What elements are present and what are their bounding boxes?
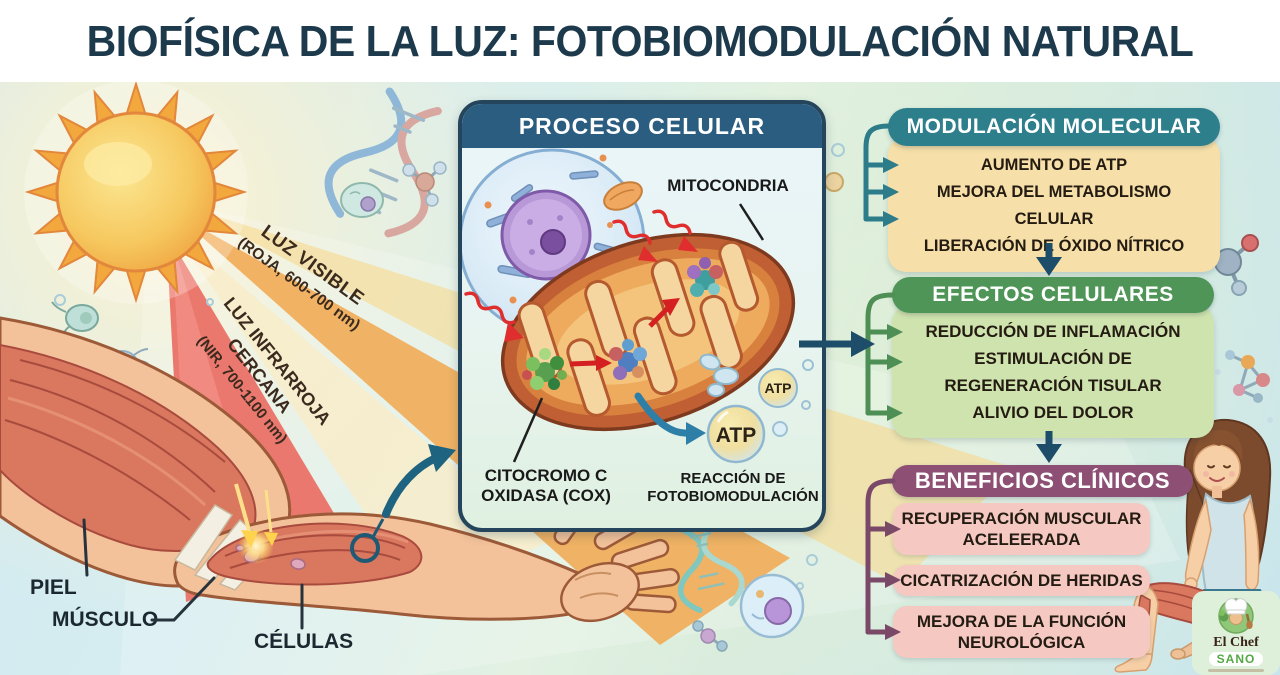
flow-box-efectos-celulares: EFECTOS CELULARES REDUCCIÓN DE INFLAMACI… — [892, 277, 1214, 438]
muscle-label: MÚSCULO — [52, 608, 159, 631]
title-band: BIOFÍSICA DE LA LUZ: FOTOBIOMODULACIÓN N… — [0, 0, 1280, 82]
panel-pointer-lines — [512, 203, 765, 463]
skin-label: PIEL — [30, 576, 77, 599]
box-item: LIBERACIÓN DE ÓXIDO NÍTRICO — [923, 237, 1185, 255]
cellular-process-panel: PROCESO CELULAR — [458, 100, 826, 532]
mitochondria-label: MITOCONDRIA — [667, 176, 789, 195]
flow-box-beneficios-items: RECUPERACIÓN MUSCULAR ACELEERADA CICATRI… — [893, 503, 1150, 658]
panel-header: PROCESO CELULAR — [462, 104, 822, 148]
flow-box-modulacion-molecular: MODULACIÓN MOLECULAR AUMENTO DE ATP MEJO… — [888, 108, 1220, 272]
sun-icon — [24, 80, 248, 304]
dna-helix-small-icon — [678, 520, 745, 614]
box-header: MODULACIÓN MOLECULAR — [888, 108, 1220, 146]
protein-complex-top — [687, 257, 723, 297]
box-item: ALIVIO DEL DOLOR — [972, 403, 1134, 422]
brand-logo: El Chef SANO — [1192, 591, 1280, 675]
cell-with-nucleus-icon — [739, 573, 805, 639]
box-body: REDUCCIÓN DE INFLAMACIÓN ESTIMULACIÓN DE… — [892, 305, 1214, 438]
brand-name-top: El Chef — [1213, 635, 1259, 650]
molecule-small-icon — [692, 620, 728, 652]
impact-arrows — [234, 483, 278, 548]
box-item: REDUCCIÓN DE INFLAMACIÓN — [925, 322, 1181, 341]
cell-icon — [340, 182, 384, 218]
box-item: ESTIMULACIÓN DE REGENERACIÓN TISULAR — [944, 349, 1162, 395]
box-item: RECUPERACIÓN MUSCULAR ACELEERADA — [893, 503, 1150, 555]
brand-tagline-bar — [1208, 669, 1264, 672]
box-item: CICATRIZACIÓN DE HERIDAS — [893, 565, 1150, 596]
photon-arrows — [464, 209, 698, 342]
protein-complex-cox — [522, 348, 567, 390]
molecule-cluster-icon — [1215, 350, 1273, 423]
reaction-arrow — [634, 392, 706, 445]
amoeba-cell-icon — [51, 301, 99, 339]
transfer-arrows — [569, 298, 680, 371]
page-title: BIOFÍSICA DE LA LUZ: FOTOBIOMODULACIÓN N… — [86, 16, 1194, 65]
protein-complex-mid — [609, 339, 647, 380]
box-item: MEJORA DE LA FUNCIÓN NEUROLÓGICA — [893, 606, 1150, 658]
atp-bubbles — [706, 359, 814, 464]
box-item: MEJORA DEL METABOLISMO CELULAR — [936, 183, 1172, 228]
brand-name-bottom: SANO — [1208, 652, 1264, 666]
reaction-label: REACCIÓN DE FOTOBIOMODULACIÓN — [647, 470, 819, 505]
box-header: EFECTOS CELULARES — [892, 277, 1214, 313]
atp-large-label: ATP — [715, 424, 757, 447]
vesicle-icon — [824, 172, 844, 192]
chef-icon — [1218, 598, 1254, 634]
box-body: AUMENTO DE ATP MEJORA DEL METABOLISMO CE… — [888, 137, 1220, 272]
cox-label: CITOCROMO C OXIDASA (COX) — [481, 466, 611, 506]
membrane-vesicles — [699, 353, 739, 397]
molecule-icon — [402, 161, 447, 207]
flow-box-beneficios-header: BENEFICIOS CLÍNICOS — [892, 465, 1193, 497]
atp-small-label: ATP — [764, 380, 792, 396]
cell-mitochondria-artwork — [462, 148, 814, 464]
cells-label: CÉLULAS — [254, 630, 354, 653]
box-item: AUMENTO DE ATP — [980, 156, 1128, 174]
